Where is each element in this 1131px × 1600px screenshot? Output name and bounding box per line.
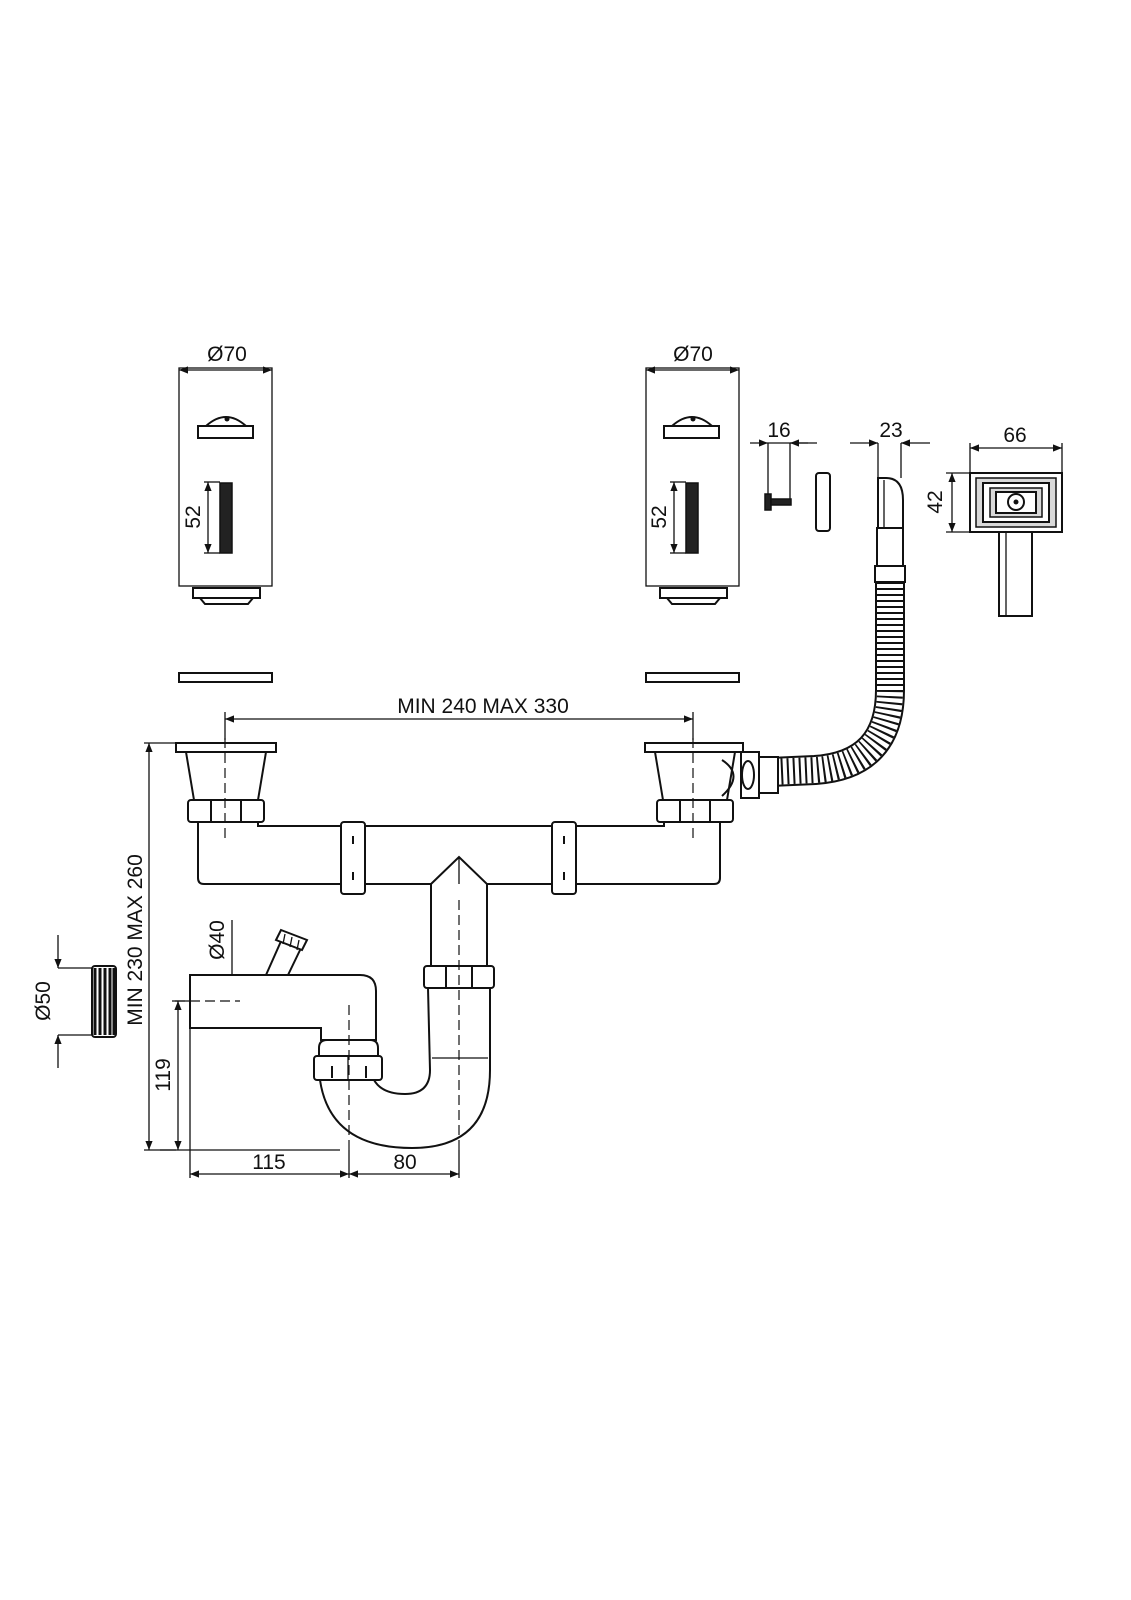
left-plug-cap	[197, 425, 254, 439]
right-strainer-stem	[685, 482, 699, 554]
screw-part: 16	[750, 419, 817, 511]
right-outlet-flange	[644, 742, 744, 753]
outlet-diameter-label: Ø50	[32, 981, 55, 1021]
branch-diameter-label: Ø40	[206, 920, 229, 960]
total-height-range-label: MIN 230 MAX 260	[124, 854, 147, 1026]
tee-junction	[430, 855, 488, 967]
cover-height-label: 42	[924, 490, 947, 513]
left-outlet-body	[184, 751, 268, 801]
right-strainer-base	[659, 587, 728, 599]
right-strainer-assembly: Ø70 52	[645, 343, 740, 683]
overflow-part: 23	[740, 419, 930, 799]
left-outlet-flange	[175, 742, 277, 753]
centers-dimension: MIN 240 MAX 330	[224, 695, 694, 740]
right-pipe-coupler	[551, 821, 577, 895]
overflow-washer	[815, 472, 831, 532]
siphon-body	[175, 738, 744, 1152]
screw-length-label: 16	[767, 419, 790, 442]
left-strainer-stem	[219, 482, 233, 554]
offset-115-label: 115	[252, 1151, 285, 1174]
connecting-pipe	[197, 821, 721, 885]
screw-head	[764, 493, 772, 511]
u-trap-bend	[318, 987, 491, 1150]
screw-shank	[770, 498, 792, 506]
offset-80-label: 80	[393, 1151, 416, 1174]
cover-width-label: 66	[1003, 424, 1026, 447]
right-height-label: 52	[648, 505, 671, 528]
left-gasket	[178, 672, 273, 683]
left-outlet-nut	[187, 799, 265, 823]
branch-diameter-dimension: Ø40	[206, 920, 233, 975]
outlet-reducer-part: Ø50	[32, 935, 117, 1068]
outlet-elbow	[189, 974, 377, 1041]
left-diameter-label: Ø70	[207, 343, 247, 366]
corrugated-hose	[769, 582, 903, 785]
overflow-cover: 66 42	[924, 424, 1063, 617]
right-gasket	[645, 672, 740, 683]
left-strainer-base	[192, 587, 261, 599]
total-height-dimension: MIN 230 MAX 260	[124, 742, 176, 1151]
right-outlet-body	[653, 751, 737, 801]
left-height-label: 52	[182, 505, 205, 528]
left-pipe-coupler	[340, 821, 366, 895]
horizontal-offset-dimensions: 115 80	[189, 1028, 460, 1178]
centers-range-label: MIN 240 MAX 330	[397, 695, 569, 718]
right-plug-cap	[663, 425, 720, 439]
right-outlet-nut	[656, 799, 734, 823]
left-strainer-assembly: Ø70 52	[178, 343, 273, 683]
overflow-width-label: 23	[879, 419, 902, 442]
overflow-elbow	[877, 477, 904, 529]
right-diameter-label: Ø70	[673, 343, 713, 366]
cover-stem	[998, 531, 1033, 617]
outlet-height-label: 119	[152, 1058, 175, 1091]
